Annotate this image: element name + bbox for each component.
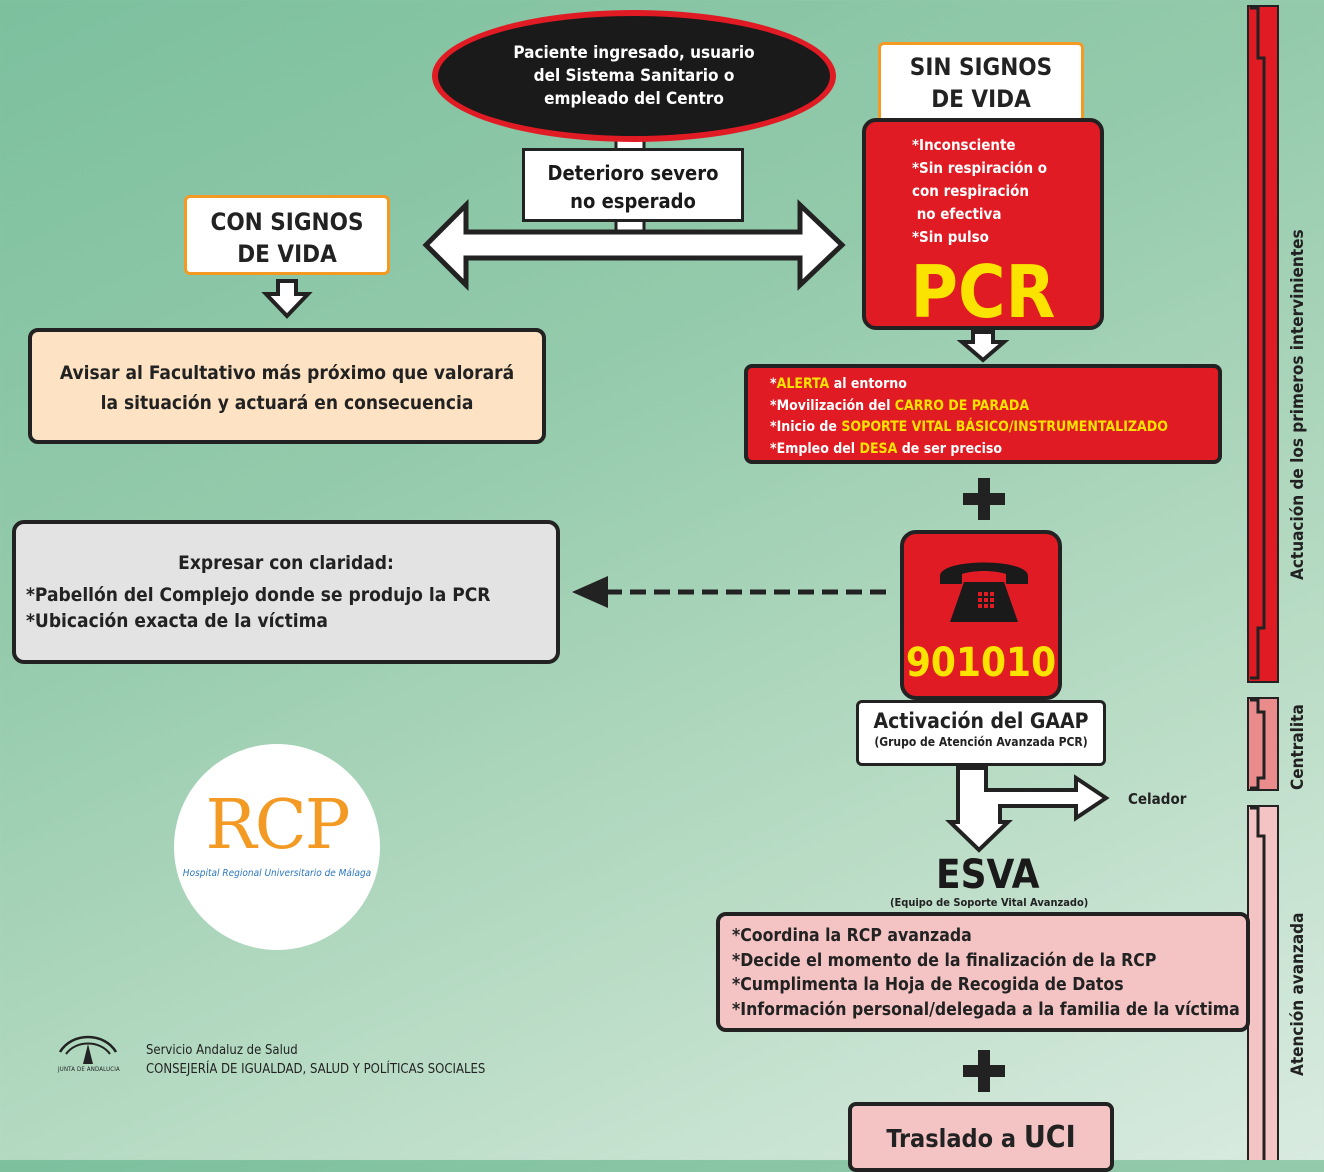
expresar-line-2: *Ubicación exacta de la víctima <box>26 610 328 632</box>
esva-task: *Decide el momento de la finalización de… <box>732 950 1157 971</box>
alerta-line-2: *Movilización del CARRO DE PARADA <box>770 396 1218 418</box>
alerta-line-4: *Empleo del DESA de ser preciso <box>770 439 1218 461</box>
sidebar-label-primeros: Actuación de los primeros intervinientes <box>1288 229 1308 580</box>
sidebar-label-centralita: Centralita <box>1288 704 1308 790</box>
oval-line-2: del Sistema Sanitario o <box>533 65 735 86</box>
junta-andalucia-logo <box>58 1035 118 1064</box>
bracket-salmon <box>1250 698 1266 790</box>
esva-task: *Cumplimenta la Hoja de Recogida de Dato… <box>732 975 1124 995</box>
down-arrow-con-signos <box>261 279 313 319</box>
oval-line-3: empleado del Centro <box>544 88 724 109</box>
deterioro-box: Deterioro severo no esperado <box>522 148 744 222</box>
esva-tasks-box: *Coordina la RCP avanzada *Decide el mom… <box>716 912 1250 1032</box>
esva-task: *Información personal/delegada a la fami… <box>732 999 1240 1020</box>
dashed-arrow-head <box>572 576 608 608</box>
plus-sign-1 <box>963 478 1005 520</box>
double-arrow <box>422 198 846 292</box>
rcp-logo-title: RCP <box>205 786 351 865</box>
rcp-logo: RCP Hospital Regional Universitario de M… <box>174 744 380 950</box>
sin-signos-line-2: DE VIDA <box>931 85 1031 113</box>
expresar-box: Expresar con claridad: *Pabellón del Com… <box>12 520 560 664</box>
footer-line-2: CONSEJERÍA DE IGUALDAD, SALUD Y POLÍTICA… <box>146 1062 486 1077</box>
gaap-box: Activación del GAAP (Grupo de Atención A… <box>856 700 1106 766</box>
pcr-title: PCR <box>910 250 1056 334</box>
text: de ser preciso <box>897 440 1003 457</box>
sidebar-label-atencion: Atención avanzada <box>1288 912 1308 1076</box>
expresar-line-1: *Pabellón del Complejo donde se produjo … <box>26 584 491 606</box>
text: al entorno <box>829 376 907 392</box>
deterioro-line-2: no esperado <box>570 189 696 213</box>
footer-line-1: Servicio Andaluz de Salud <box>146 1043 298 1058</box>
deterioro-line-1: Deterioro severo <box>547 161 719 185</box>
text: *Inicio de <box>770 419 842 435</box>
avisar-box: Avisar al Facultativo más próximo que va… <box>28 328 546 444</box>
avisar-line-1: Avisar al Facultativo más próximo que va… <box>59 362 515 384</box>
origin-oval: Paciente ingresado, usuario del Sistema … <box>432 10 836 142</box>
text: * <box>770 376 777 392</box>
alerta-line-3: *Inicio de SOPORTE VITAL BÁSICO/INSTRUME… <box>770 417 1218 439</box>
pcr-item: no efectiva <box>912 205 1002 223</box>
esva-subtitle: (Equipo de Soporte Vital Avanzado) <box>890 896 1089 909</box>
avisar-line-2: la situación y actuará en consecuencia <box>100 392 474 414</box>
highlight: ALERTA <box>776 376 830 392</box>
alerta-line-1: *ALERTA al entorno <box>770 374 1218 396</box>
highlight: CARRO DE PARADA <box>894 397 1030 414</box>
rcp-logo-subtitle: Hospital Regional Universitario de Málag… <box>182 868 372 879</box>
esva-title: ESVA <box>936 852 1040 898</box>
highlight: DESA <box>859 440 898 457</box>
traslado-box: Traslado a UCI <box>848 1102 1114 1172</box>
phone-box: 901010 <box>900 530 1062 700</box>
telephone-icon <box>940 562 1028 622</box>
plus-sign-2 <box>963 1050 1005 1092</box>
bracket-red <box>1250 6 1266 680</box>
pcr-criteria-list: *Inconsciente *Sin respiración o con res… <box>912 134 1047 249</box>
gaap-branch-arrow <box>945 766 1110 853</box>
pcr-item: con respiración <box>912 182 1029 200</box>
esva-task: *Coordina la RCP avanzada <box>732 926 972 946</box>
expresar-heading: Expresar con claridad: <box>178 552 394 574</box>
phone-number: 901010 <box>905 640 1057 686</box>
pcr-item: *Sin pulso <box>912 228 989 246</box>
con-signos-line-1: CON SIGNOS <box>210 208 364 236</box>
sin-signos-line-1: SIN SIGNOS <box>909 53 1053 81</box>
pcr-item: *Inconsciente <box>912 136 1016 154</box>
traslado-uci: UCI <box>1023 1120 1076 1155</box>
text: *Empleo del <box>770 440 860 457</box>
sin-signos-box: SIN SIGNOS DE VIDA <box>878 42 1084 126</box>
pcr-box: *Inconsciente *Sin respiración o con res… <box>862 118 1104 334</box>
oval-line-1: Paciente ingresado, usuario <box>513 42 755 63</box>
text: *Movilización del <box>770 397 895 414</box>
alerta-box: *ALERTA al entorno *Movilización del CAR… <box>744 364 1222 464</box>
highlight: SOPORTE VITAL BÁSICO/INSTRUMENTALIZADO <box>841 419 1168 435</box>
bracket-pink <box>1250 806 1266 1160</box>
traslado-prefix: Traslado a <box>886 1124 1024 1153</box>
down-arrow-pcr <box>956 330 1010 363</box>
junta-label: JUNTA DE ANDALUCIA <box>58 1066 120 1073</box>
gaap-subtitle: (Grupo de Atención Avanzada PCR) <box>874 735 1088 749</box>
con-signos-box: CON SIGNOS DE VIDA <box>184 195 390 275</box>
gaap-title: Activación del GAAP <box>873 709 1089 733</box>
celador-label: Celador <box>1128 790 1187 808</box>
pcr-item: *Sin respiración o <box>912 159 1048 177</box>
con-signos-line-2: DE VIDA <box>237 240 337 268</box>
